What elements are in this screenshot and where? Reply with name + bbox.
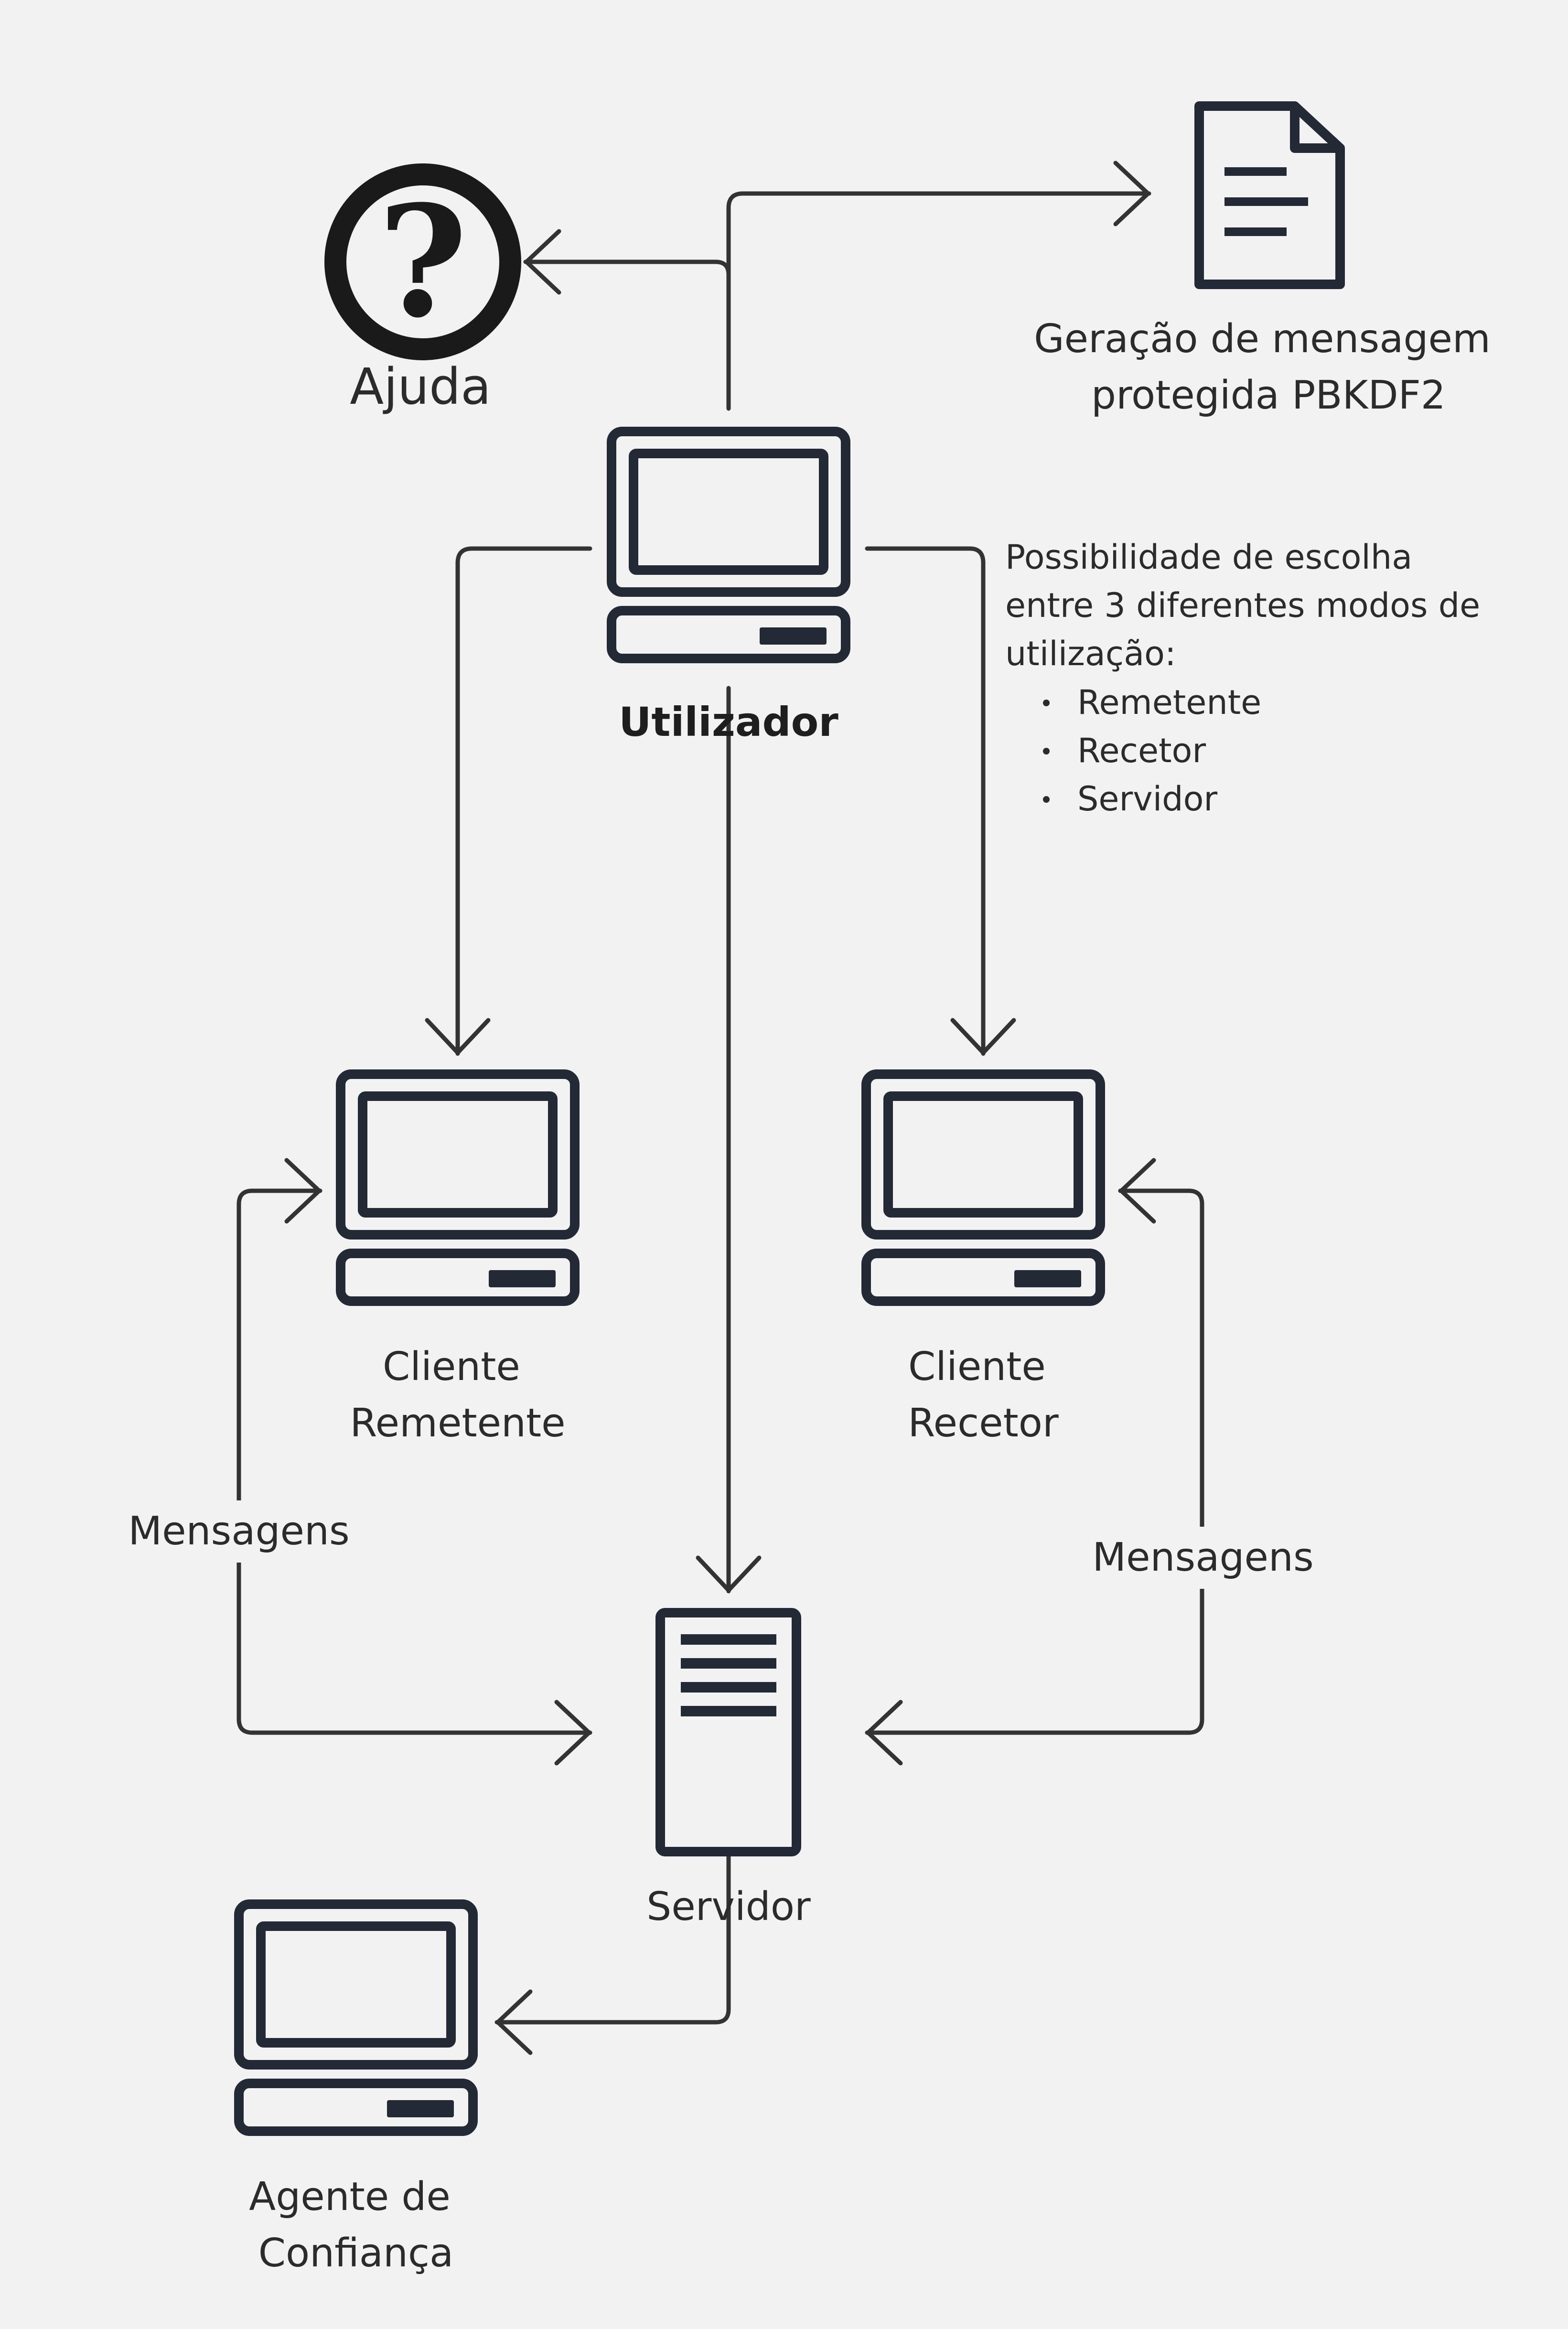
help-label: Ajuda [350, 357, 491, 416]
note-text: Possibilidade de escolha entre 3 diferen… [1005, 538, 1491, 673]
document-icon [1194, 101, 1345, 289]
trusted-agent-label-line-2: Confiança [258, 2231, 454, 2276]
note-line-3: utilização: [1005, 634, 1176, 673]
user-label: Utilizador [619, 699, 838, 745]
note-bullet-2: Recetor [1077, 731, 1206, 770]
edge-server-to-agent [494, 1854, 731, 2055]
svg-text:?: ? [378, 173, 468, 352]
help-node: ? Ajuda [324, 163, 521, 416]
trusted-agent-label: Agente de Confiança [249, 2174, 463, 2276]
sender-node: Cliente Remetente [341, 1074, 575, 1446]
server-node: Servidor [646, 1608, 811, 1930]
note-bullets: Remetente Recetor Servidor [1043, 683, 1272, 819]
note-bullet-1: Remetente [1077, 683, 1261, 722]
edge-sender-server [236, 1188, 592, 1766]
receiver-label-line-1: Cliente [908, 1344, 1046, 1390]
receiver-label: Cliente Recetor [908, 1344, 1059, 1446]
edge-label-right: Mensagens [1092, 1535, 1313, 1580]
sender-label-line-2: Remetente [350, 1401, 565, 1446]
edge-user-to-sender [425, 546, 592, 1056]
document-label-line-1: Geração de mensagem [1034, 316, 1491, 362]
receiver-label-line-2: Recetor [908, 1401, 1059, 1446]
document-label: Geração de mensagem protegida PBKDF2 [1034, 316, 1503, 418]
document-label-line-2: protegida PBKDF2 [1091, 373, 1446, 418]
note-line-2: entre 3 diferentes modos de [1005, 586, 1480, 625]
server-label: Servidor [646, 1884, 811, 1930]
edge-label-left: Mensagens [128, 1509, 349, 1554]
question-mark-icon: ? [324, 163, 521, 360]
server-icon [655, 1608, 801, 1856]
computer-icon [612, 431, 846, 658]
svg-text:Remetente Recetor: Remetente Recetor Servidor [1077, 683, 1272, 819]
computer-icon [341, 1074, 575, 1301]
trusted-agent-node: Agente de Confiança [239, 1904, 473, 2276]
sender-label-line-1: Cliente [383, 1344, 520, 1390]
computer-icon [239, 1904, 473, 2131]
sender-label: Cliente Remetente [350, 1344, 565, 1446]
note-line-1: Possibilidade de escolha [1005, 538, 1412, 577]
trusted-agent-label-line-1: Agente de [249, 2174, 451, 2220]
edge-receiver-server [865, 1188, 1204, 1766]
edge-user-to-help [523, 229, 731, 411]
user-node: Utilizador [612, 431, 846, 745]
note-bullet-3: Servidor [1077, 779, 1217, 819]
connectors [236, 161, 1204, 2055]
computer-icon [866, 1074, 1100, 1301]
edge-user-to-receiver [865, 546, 1016, 1056]
document-node: Geração de mensagem protegida PBKDF2 [1034, 101, 1503, 418]
edge-user-to-document [726, 161, 1151, 277]
receiver-node: Cliente Recetor [866, 1074, 1100, 1446]
mode-note: Possibilidade de escolha entre 3 diferen… [1005, 538, 1491, 819]
